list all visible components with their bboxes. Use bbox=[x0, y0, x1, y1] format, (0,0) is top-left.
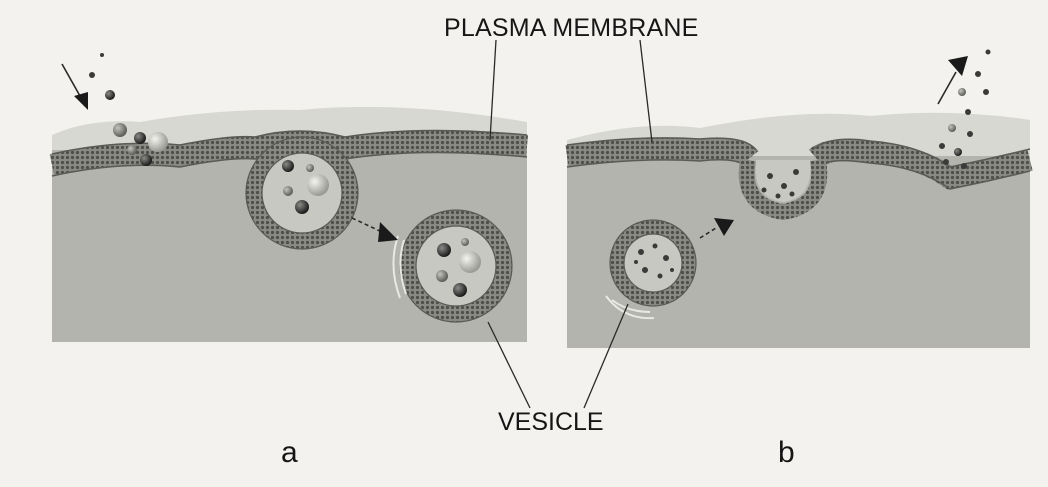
budding-vesicle-a bbox=[246, 137, 358, 249]
outward-arrow-b bbox=[938, 56, 968, 104]
panel-b-label: b bbox=[778, 436, 795, 470]
inward-arrow-a bbox=[62, 64, 88, 110]
plasma-membrane-label: PLASMA MEMBRANE bbox=[444, 14, 698, 43]
panel-a-label: a bbox=[281, 436, 298, 470]
panel-b bbox=[567, 50, 1030, 349]
vesicle-label: VESICLE bbox=[498, 408, 604, 437]
panel-a bbox=[52, 53, 527, 342]
